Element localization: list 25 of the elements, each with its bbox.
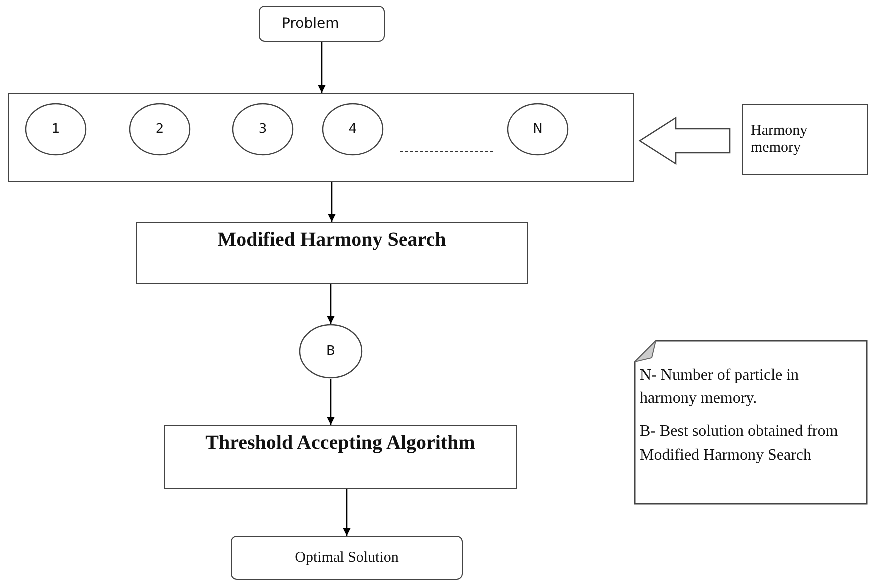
process-box bbox=[742, 104, 868, 175]
block-arrow bbox=[638, 116, 731, 166]
container-box bbox=[8, 93, 634, 182]
box-label: Optimal Solution bbox=[295, 550, 399, 566]
process-box bbox=[164, 425, 517, 489]
node-label: 2 bbox=[156, 122, 164, 137]
arrow bbox=[318, 42, 326, 93]
box-label: Harmony memory bbox=[751, 122, 809, 156]
box-label: Threshold Accepting Algorithm bbox=[206, 432, 476, 455]
terminal-box bbox=[231, 536, 463, 580]
node-label: 4 bbox=[348, 122, 358, 137]
box-label: Problem bbox=[282, 16, 340, 32]
problem-box bbox=[259, 6, 385, 42]
box-label: Modified Harmony Search bbox=[218, 229, 446, 252]
process-box bbox=[136, 222, 528, 284]
arrow bbox=[343, 489, 351, 536]
node-label: N bbox=[533, 122, 543, 137]
arrow bbox=[327, 379, 335, 425]
arrow bbox=[328, 182, 336, 222]
note-text: B- Best solution obtained from Modified Harmony Search bbox=[640, 422, 840, 466]
arrow bbox=[327, 284, 335, 324]
node-label: B bbox=[326, 344, 336, 359]
node-label: 1 bbox=[52, 122, 60, 137]
node-label: 3 bbox=[258, 122, 268, 137]
note-text: N- Number of particle in harmony memory. bbox=[640, 366, 800, 410]
